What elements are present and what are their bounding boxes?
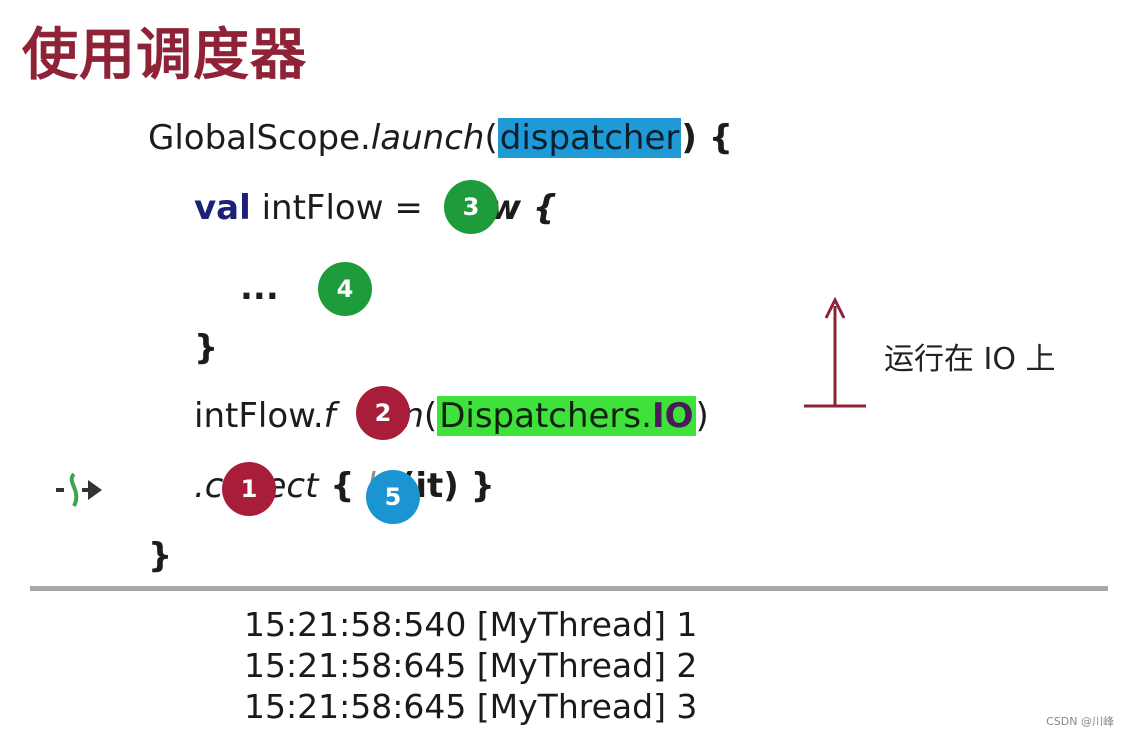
console-line: 15:21:58:645 [MyThread] 2 [244,646,698,685]
code-token: ( [484,118,498,158]
step-badge-3: 3 [444,180,498,234]
code-token-launch: launch [370,118,485,158]
code-token: ) } [443,466,495,506]
code-token: .c [194,466,224,506]
code-token-flow-tail: w { [489,188,558,228]
console-line: 15:21:58:540 [MyThread] 1 [244,605,698,644]
code-token-io: IO [651,396,694,436]
step-badge-5: 5 [366,470,420,524]
console-line: 15:21:58:645 [MyThread] 3 [244,687,698,726]
console-divider [30,586,1108,591]
code-token-it: it [415,466,444,506]
console-output: 15:21:58:540 [MyThread] 1 15:21:58:645 [… [244,604,697,727]
keyword-val: val [194,188,251,228]
run-gutter-icon[interactable] [52,470,108,514]
step-badge-2: 2 [356,386,410,440]
slide-title: 使用调度器 [22,23,307,88]
code-token: intFlow = [250,188,434,228]
code-token: { [318,466,367,506]
code-token: ( [423,396,438,436]
code-token: f [323,396,336,436]
code-line-1: GlobalScope.launch(dispatcher) { [148,116,733,160]
code-token: intFlow. [194,396,324,436]
dispatcher-highlight: dispatcher [497,118,682,158]
code-line-3: ... [240,268,279,308]
code-token: ) [695,396,709,436]
up-arrow-icon [800,296,870,418]
code-token: Dispatchers. [439,396,652,436]
annotation-label: 运行在 IO 上 [884,342,1056,377]
code-token: ) { [681,118,733,158]
dispatchers-io-highlight: Dispatchers.IO [437,396,696,436]
code-token: GlobalScope. [148,118,371,158]
code-line-7: } [148,536,173,576]
code-line-5: intFlow.fOn(Dispatchers.IO) [194,394,709,438]
code-line-2: val intFlow = w { [194,186,557,230]
code-line-4: } [194,328,219,368]
step-badge-1: 1 [222,462,276,516]
step-badge-4: 4 [318,262,372,316]
watermark: CSDN @川峰 [1046,715,1114,728]
